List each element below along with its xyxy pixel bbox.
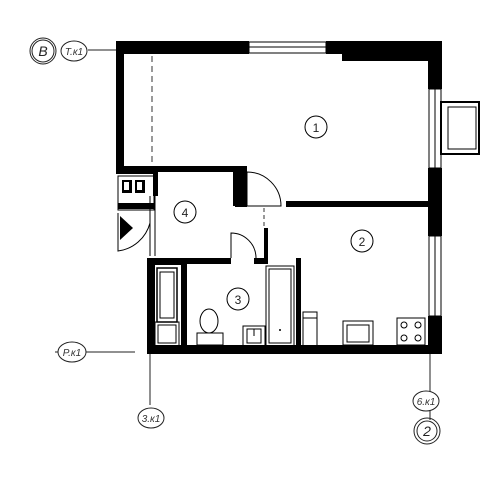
kitchen-column [302, 311, 318, 347]
shower-cabinet [265, 265, 295, 347]
axis-mark-p-k1: P.к1 [63, 348, 81, 359]
room-label-4: 4 [173, 200, 197, 224]
bath-sink [242, 325, 266, 347]
door-bath [230, 232, 257, 259]
room-label-1: 1 [304, 115, 328, 139]
room-number-2: 2 [359, 235, 366, 249]
window-top [248, 41, 327, 54]
axis-mark-6-k1: 6.к1 [417, 397, 436, 408]
bathtub [156, 267, 178, 323]
axis-marker-b: B [29, 37, 57, 65]
axis-mark-t-k1: T.к1 [65, 47, 83, 58]
room-number-1: 1 [313, 121, 320, 135]
room-number-4: 4 [182, 206, 189, 220]
room-label-2: 2 [350, 229, 374, 253]
window-right-upper [428, 88, 480, 169]
axis-marker-2: 2 [413, 417, 441, 445]
axis-label-b: B [38, 43, 47, 59]
washer [154, 321, 180, 347]
axis-mark-3-k1: 3.к1 [142, 414, 161, 425]
axis-marker-p-k1: P.к1 [57, 341, 87, 363]
axis-label-2: 2 [422, 423, 431, 439]
door-room1 [246, 171, 282, 207]
walls [116, 41, 442, 354]
room-label-3: 3 [226, 287, 250, 311]
stove [396, 317, 426, 346]
kitchen-sink [342, 320, 374, 346]
entry-door [117, 175, 156, 256]
axis-marker-6-k1: 6.к1 [412, 390, 440, 412]
toilet [196, 308, 224, 346]
axis-marker-3-k1: 3.к1 [137, 407, 165, 429]
window-right-lower [428, 235, 442, 317]
room-number-3: 3 [235, 293, 242, 307]
axis-marker-t-k1: T.к1 [60, 40, 88, 62]
